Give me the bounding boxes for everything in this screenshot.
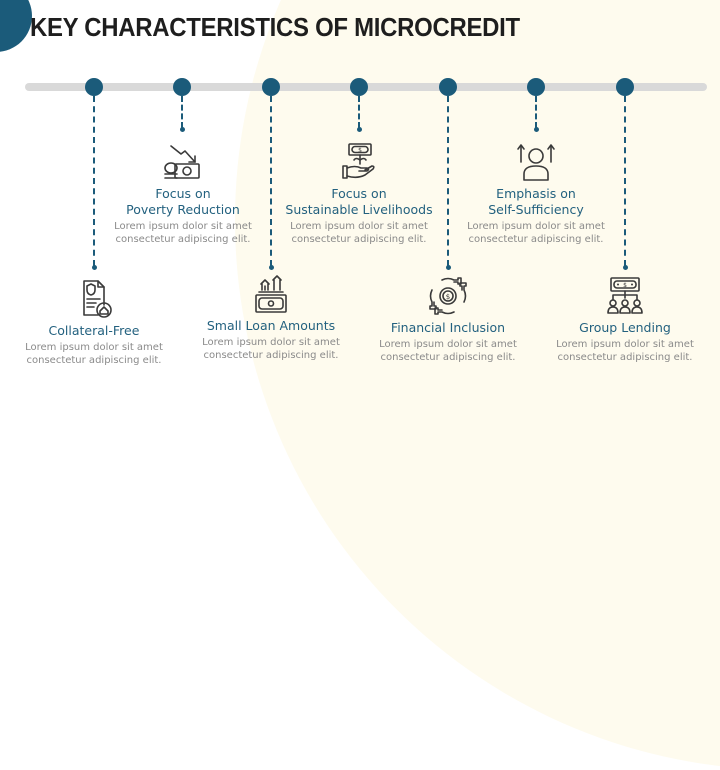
money-down-trend-icon bbox=[164, 145, 200, 179]
connector-end-dot bbox=[91, 265, 97, 270]
connector-line bbox=[447, 96, 449, 266]
hands-around-coin-icon: $ bbox=[429, 277, 467, 315]
person-growth-arrows-icon bbox=[517, 144, 555, 181]
card-description: Lorem ipsum dolor sit amet consectetur a… bbox=[202, 337, 340, 361]
card-financial-inclusion: $ Financial Inclusion Lorem ipsum dolor … bbox=[363, 276, 533, 364]
card-poverty-reduction: Focus on Poverty Reduction Lorem ipsum d… bbox=[98, 142, 268, 246]
timeline-node-1[interactable] bbox=[85, 78, 103, 96]
card-heading: Focus on Poverty Reduction bbox=[126, 186, 240, 217]
timeline-node-7[interactable] bbox=[616, 78, 634, 96]
card-small-loan-amounts: Small Loan Amounts Lorem ipsum dolor sit… bbox=[186, 274, 356, 362]
connector-end-dot bbox=[356, 127, 362, 132]
timeline-node-4[interactable] bbox=[350, 78, 368, 96]
card-heading: Collateral-Free bbox=[48, 323, 140, 338]
connector-end-dot bbox=[622, 265, 628, 270]
connector-line bbox=[358, 96, 360, 128]
hand-holding-money-plant-icon: $ bbox=[342, 143, 375, 179]
card-heading: Financial Inclusion bbox=[390, 320, 506, 335]
card-description: Lorem ipsum dolor sit amet consectetur a… bbox=[25, 342, 163, 366]
card-group-lending: $ Group Lending Lorem ipsum dolor sit am… bbox=[540, 276, 710, 364]
corner-decoration-circle bbox=[0, 0, 32, 52]
timeline-node-6[interactable] bbox=[527, 78, 545, 96]
card-heading: Group Lending bbox=[579, 320, 671, 335]
connector-line bbox=[181, 96, 183, 128]
connector-end-dot bbox=[445, 265, 451, 270]
card-description: Lorem ipsum dolor sit amet consectetur a… bbox=[114, 221, 252, 245]
timeline-node-5[interactable] bbox=[439, 78, 457, 96]
timeline-node-2[interactable] bbox=[173, 78, 191, 96]
banknote-growth-icon bbox=[255, 275, 287, 313]
connector-line bbox=[270, 96, 272, 266]
svg-text:$: $ bbox=[358, 147, 362, 154]
connector-end-dot bbox=[533, 127, 539, 132]
card-description: Lorem ipsum dolor sit amet consectetur a… bbox=[379, 339, 517, 363]
background-shape bbox=[235, 0, 720, 770]
connector-line bbox=[535, 96, 537, 128]
svg-text:$: $ bbox=[623, 282, 627, 289]
document-shield-house-icon bbox=[83, 280, 112, 318]
connector-end-dot bbox=[179, 127, 185, 132]
connector-line bbox=[93, 96, 95, 266]
connector-end-dot bbox=[268, 265, 274, 270]
card-description: Lorem ipsum dolor sit amet consectetur a… bbox=[290, 221, 428, 245]
money-group-network-icon: $ bbox=[607, 277, 643, 314]
card-self-sufficiency: Emphasis on Self-Sufficiency Lorem ipsum… bbox=[451, 142, 621, 246]
card-heading: Focus on Sustainable Livelihoods bbox=[285, 186, 433, 217]
card-heading: Small Loan Amounts bbox=[206, 318, 336, 333]
card-heading: Emphasis on Self-Sufficiency bbox=[488, 186, 584, 217]
svg-text:$: $ bbox=[446, 293, 450, 301]
card-sustainable-livelihoods: $ Focus on Sustainable Livelihoods Lorem… bbox=[274, 142, 444, 246]
card-description: Lorem ipsum dolor sit amet consectetur a… bbox=[556, 339, 694, 363]
slide-title: KEY CHARACTERISTICS OF MICROCREDIT bbox=[30, 12, 520, 42]
connector-line bbox=[624, 96, 626, 266]
card-collateral-free: Collateral-Free Lorem ipsum dolor sit am… bbox=[9, 279, 179, 367]
card-description: Lorem ipsum dolor sit amet consectetur a… bbox=[467, 221, 605, 245]
timeline-node-3[interactable] bbox=[262, 78, 280, 96]
